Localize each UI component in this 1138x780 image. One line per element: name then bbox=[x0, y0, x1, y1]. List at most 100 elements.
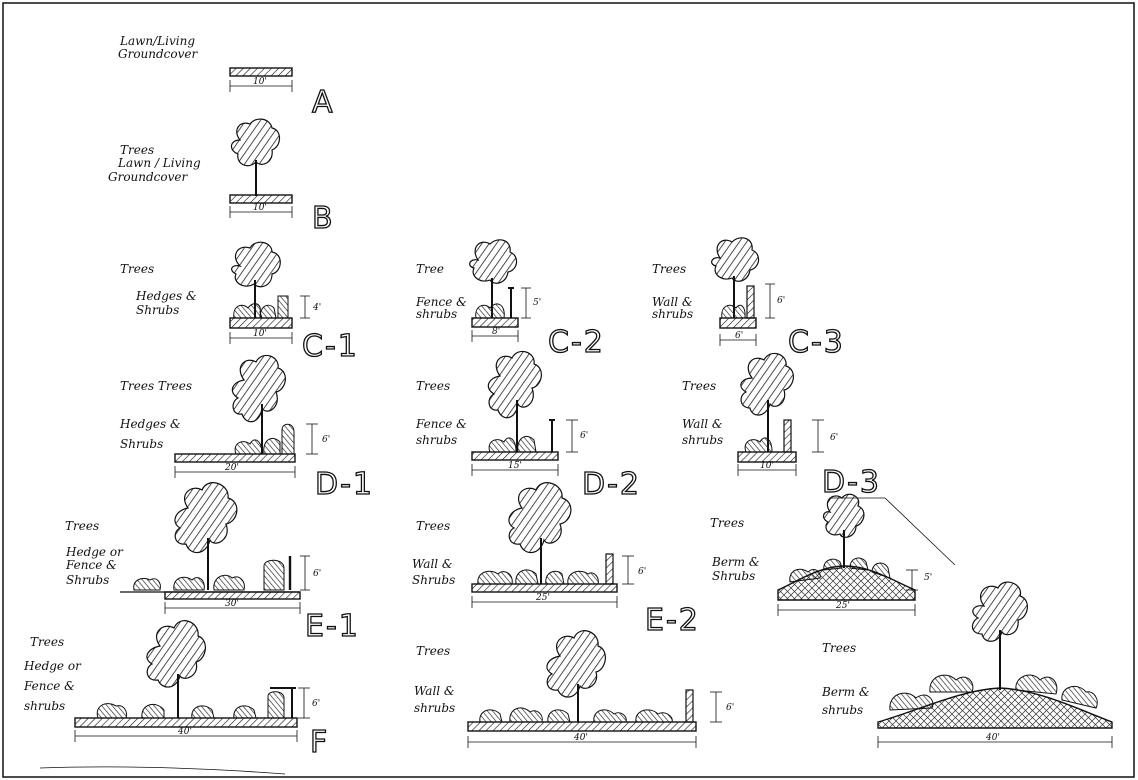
section-F2: Trees Wall & shrubs 6' 40' bbox=[414, 630, 734, 748]
shrub bbox=[889, 692, 934, 711]
tree-canopy bbox=[174, 482, 238, 554]
label-line: Groundcover bbox=[118, 47, 199, 61]
shrub bbox=[547, 709, 571, 723]
label-line: Lawn/Living bbox=[119, 34, 195, 48]
ground-strip bbox=[467, 721, 697, 732]
label-line: Wall & bbox=[652, 295, 693, 309]
label-line: Berm & bbox=[711, 555, 760, 569]
section-C2: Tree Fence & shrubs 5' 8' C-2 bbox=[415, 239, 604, 361]
height-dimension: 6' bbox=[726, 703, 734, 713]
shrub bbox=[929, 674, 974, 693]
label-line: Wall & bbox=[412, 557, 453, 571]
section-code: E-2 bbox=[645, 603, 700, 638]
section-E1: Trees Hedge or Fence & Shrubs 6' 30' E-1 bbox=[65, 482, 359, 645]
shrub bbox=[234, 439, 263, 455]
ground-strip bbox=[164, 591, 301, 600]
height-dimension: 5' bbox=[924, 573, 932, 583]
tree-canopy bbox=[740, 352, 794, 416]
label-line: Trees bbox=[30, 635, 64, 649]
tree-canopy bbox=[469, 239, 518, 284]
ground-strip bbox=[719, 317, 757, 329]
section-A: Lawn/Living Groundcover 10' A bbox=[118, 34, 335, 121]
label-line: shrubs bbox=[822, 703, 863, 717]
label-line: Shrubs bbox=[120, 437, 163, 451]
tree-canopy bbox=[711, 237, 760, 282]
ground-strip bbox=[174, 453, 296, 463]
section-C3: Trees Wall & shrubs 6' 6' C-3 bbox=[652, 237, 845, 361]
label-line: shrubs bbox=[652, 307, 693, 321]
label-line: Trees bbox=[120, 262, 154, 276]
section-code: D-3 bbox=[822, 465, 881, 500]
height-dimension: 6' bbox=[580, 431, 588, 441]
ground-strip bbox=[229, 194, 293, 204]
label-line: shrubs bbox=[416, 307, 457, 321]
section-code: A bbox=[312, 85, 335, 120]
shrub bbox=[509, 707, 543, 723]
height-dimension: 6' bbox=[830, 433, 838, 443]
label-line: Fence & bbox=[23, 679, 75, 693]
label-line: Shrubs bbox=[712, 569, 755, 583]
width-dimension: 10' bbox=[253, 203, 267, 213]
ground-strip bbox=[471, 583, 618, 593]
width-dimension: 6' bbox=[735, 331, 743, 341]
shrub bbox=[567, 570, 599, 585]
width-dimension: 40' bbox=[985, 733, 1000, 743]
width-dimension: 40' bbox=[177, 727, 192, 737]
section-code: C-3 bbox=[788, 325, 845, 360]
label-line: Tree bbox=[416, 262, 444, 276]
tree-canopy bbox=[546, 630, 606, 698]
tree-canopy bbox=[230, 118, 281, 167]
width-dimension: 25' bbox=[535, 593, 550, 603]
shrub bbox=[515, 569, 539, 585]
label-line: Hedges & bbox=[135, 289, 197, 303]
label-line: Shrubs bbox=[412, 573, 455, 587]
width-dimension: 8' bbox=[492, 327, 500, 337]
shrub bbox=[1015, 674, 1058, 695]
width-dimension: 15' bbox=[508, 461, 522, 471]
section-B: Trees Lawn / Living Groundcover 10' B bbox=[108, 118, 335, 237]
label-line: shrubs bbox=[414, 701, 455, 715]
width-dimension: 10' bbox=[253, 77, 267, 87]
section-E3: Trees Berm & Shrubs 5' 25' bbox=[710, 493, 932, 616]
shrub bbox=[96, 703, 127, 719]
tree-canopy bbox=[231, 354, 286, 423]
width-dimension: 25' bbox=[835, 601, 850, 611]
shrub bbox=[263, 438, 281, 455]
section-code: F bbox=[310, 725, 329, 760]
shrub bbox=[721, 304, 746, 319]
shrub bbox=[191, 705, 215, 719]
wall bbox=[605, 553, 614, 585]
shrub bbox=[141, 703, 165, 719]
label-line: Berm & bbox=[821, 685, 870, 699]
label-line: Trees bbox=[120, 143, 154, 157]
section-code: D-1 bbox=[315, 467, 374, 502]
width-dimension: 30' bbox=[225, 599, 239, 609]
section-D1: Trees Trees Hedges & Shrubs 6' 20' D-1 bbox=[119, 354, 374, 503]
section-D3: Trees Wall & shrubs 6' 10' D-3 bbox=[682, 352, 881, 501]
label-line: shrubs bbox=[416, 433, 457, 447]
section-code: D-2 bbox=[582, 467, 641, 502]
hedge bbox=[263, 559, 285, 591]
ground-strip bbox=[471, 317, 519, 328]
section-code: C-1 bbox=[302, 329, 359, 364]
height-dimension: 6' bbox=[322, 435, 330, 445]
section-code: B bbox=[312, 201, 335, 236]
shrub bbox=[173, 576, 205, 591]
label-line: Shrubs bbox=[66, 573, 109, 587]
shrub bbox=[789, 568, 821, 583]
hedge bbox=[281, 423, 295, 455]
section-C1: Trees Hedges & Shrubs 4' 10' C-1 bbox=[120, 241, 359, 365]
shrub bbox=[823, 558, 843, 571]
tree-canopy bbox=[487, 350, 542, 419]
ground-strip bbox=[737, 451, 797, 463]
tree-canopy bbox=[146, 620, 206, 688]
label-line: Trees Trees bbox=[120, 379, 192, 393]
section-F3: Trees Berm & shrubs 40' bbox=[821, 581, 1113, 748]
ground-strip bbox=[229, 67, 293, 77]
ground-strip bbox=[74, 717, 298, 728]
label-line: Lawn / Living bbox=[117, 156, 201, 170]
shrub bbox=[517, 436, 537, 453]
section-F: Trees Hedge or Fence & shrubs 6' 40' F bbox=[23, 620, 329, 761]
shrub bbox=[475, 303, 505, 319]
